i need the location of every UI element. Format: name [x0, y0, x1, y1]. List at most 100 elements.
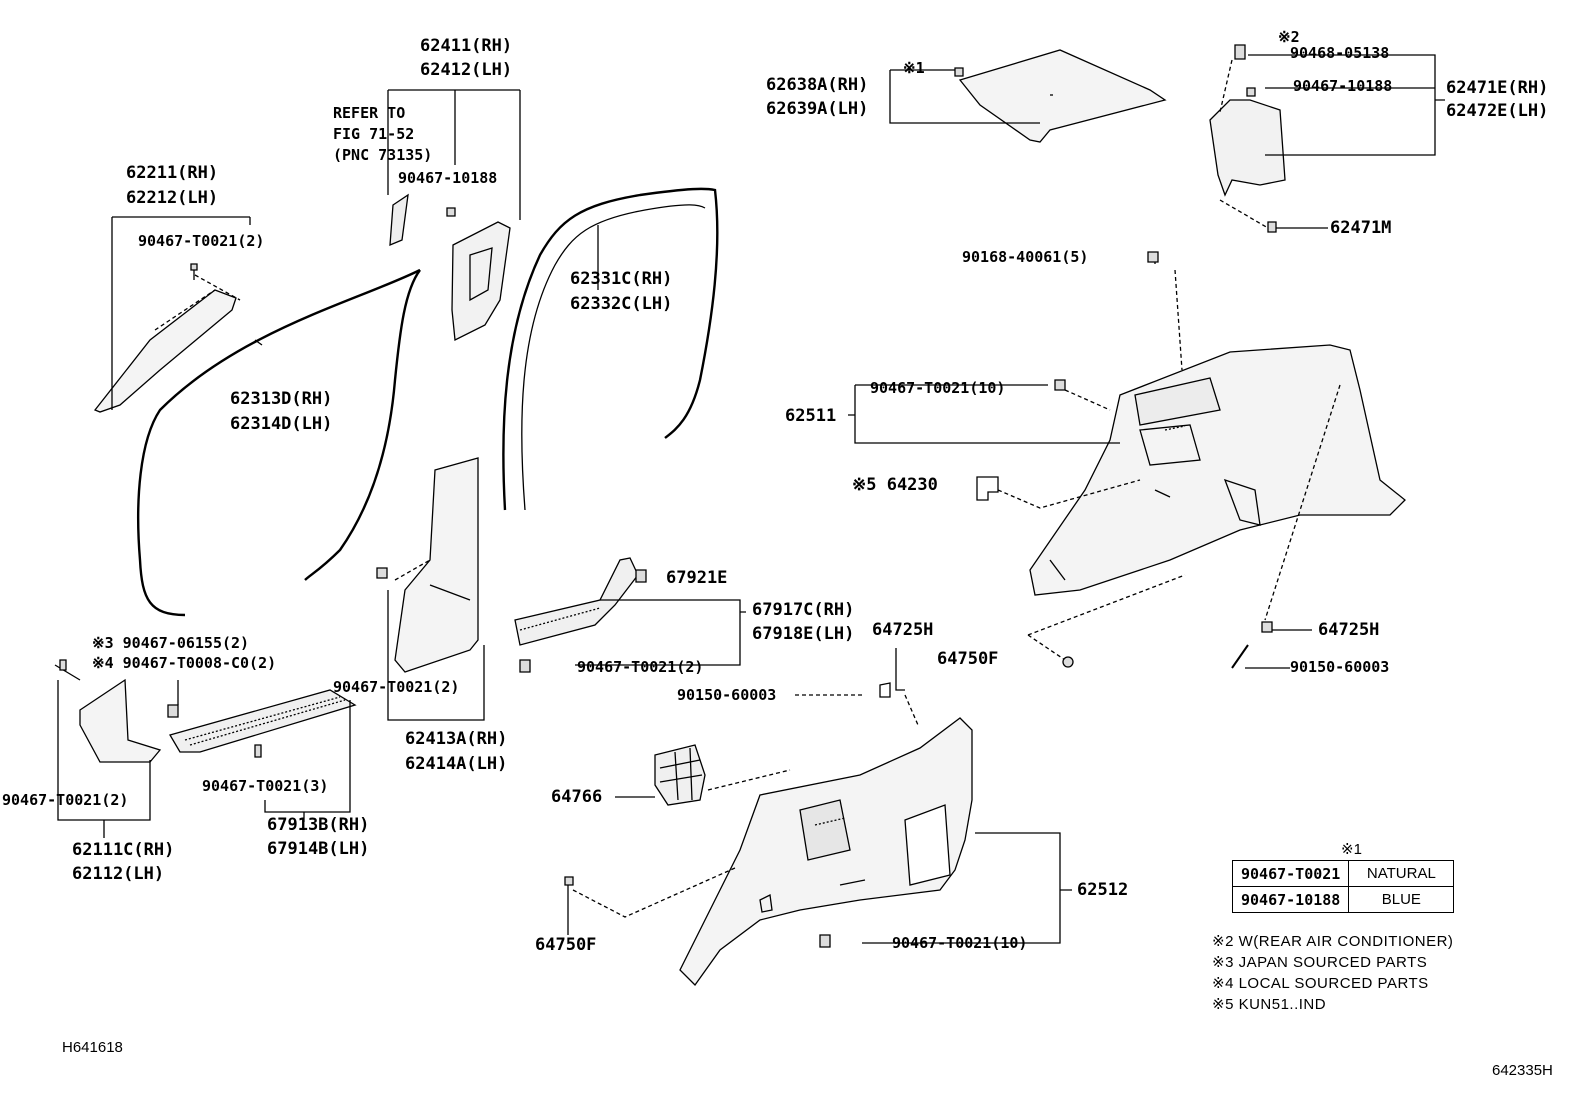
label-62411: 62411(RH)	[420, 36, 513, 56]
legend-row: 90467-10188 BLUE	[1231, 886, 1455, 913]
label-refer-line1: REFER TO	[333, 104, 406, 122]
label-62472e: 62472E(LH)	[1446, 101, 1549, 121]
label-62314d: 62314D(LH)	[230, 414, 333, 434]
legend-part: 90467-10188	[1231, 886, 1350, 913]
legend-color: NATURAL	[1348, 860, 1455, 887]
label-62638a: 62638A(RH)	[766, 75, 869, 95]
legend-row: 90467-T0021 NATURAL	[1231, 860, 1455, 887]
dash-90168	[1154, 260, 1183, 371]
cover-64766	[654, 744, 706, 806]
label-90467-t0021-2a: 90467-T0021(2)	[138, 232, 265, 250]
clip-cowl	[167, 680, 179, 718]
color-legend-table: 90467-T0021 NATURAL 90467-10188 BLUE	[1231, 860, 1455, 913]
label-90467-06155: ※3 90467-06155(2)	[92, 634, 250, 652]
dash-64230	[997, 479, 1141, 509]
label-refer-line2: FIG 71-52	[333, 125, 415, 143]
label-90468-05138: 90468-05138	[1290, 44, 1390, 62]
label-67921e: 67921E	[666, 568, 728, 588]
center-pillar-upper	[389, 193, 511, 342]
note-3: ※3 JAPAN SOURCED PARTS	[1212, 954, 1428, 971]
label-62639a: 62639A(LH)	[766, 99, 869, 119]
door-weatherstrip	[502, 187, 719, 511]
label-62471m: 62471M	[1330, 218, 1392, 238]
label-mark2: ※2	[1278, 28, 1300, 46]
quarter-trim-lower	[679, 717, 973, 987]
leader-62211	[111, 216, 251, 410]
label-90150-60003-b: 90150-60003	[1290, 658, 1390, 676]
label-67917c: 67917C(RH)	[752, 600, 855, 620]
label-90467-t0021-3: 90467-T0021(3)	[202, 777, 329, 795]
leader-62512	[564, 648, 1072, 948]
label-67914b: 67914B(LH)	[267, 839, 370, 859]
label-90467-t0021-10b: 90467-T0021(10)	[892, 934, 1028, 952]
label-64766: 64766	[551, 787, 603, 807]
label-90150-60003-a: 90150-60003	[677, 686, 777, 704]
leader-62638	[889, 69, 1040, 124]
label-90467-t0021-2c: 90467-T0021(2)	[333, 678, 460, 696]
quarter-trim-upper	[1029, 344, 1406, 596]
label-62471e: 62471E(RH)	[1446, 78, 1549, 98]
b-pillar-lower	[394, 457, 479, 673]
label-90467-t0021-2d: 90467-T0021(2)	[2, 791, 129, 809]
leader-62471	[1248, 54, 1445, 229]
label-62512: 62512	[1077, 880, 1129, 900]
label-62414a: 62414A(LH)	[405, 754, 508, 774]
label-62332c: 62332C(LH)	[570, 294, 673, 314]
diagram-code-left: H641618	[62, 1039, 123, 1056]
leader-62511	[848, 384, 1120, 444]
label-64725h-b: 64725H	[1318, 620, 1380, 640]
label-67913b: 67913B(RH)	[267, 815, 370, 835]
label-90467-t0021-10a: 90467-T0021(10)	[870, 379, 1006, 397]
fasteners-right	[1027, 384, 1341, 669]
legend-part: 90467-T0021	[1231, 860, 1350, 887]
legend-color: BLUE	[1348, 886, 1455, 913]
label-62331c: 62331C(RH)	[570, 269, 673, 289]
label-62313d: 62313D(RH)	[230, 389, 333, 409]
diagram-code-right: 642335H	[1492, 1062, 1553, 1079]
label-64725h-a: 64725H	[872, 620, 934, 640]
label-64230: ※5 64230	[852, 475, 938, 495]
label-62111c: 62111C(RH)	[72, 840, 175, 860]
label-90467-10188-right: 90467-10188	[1293, 77, 1393, 95]
note-2: ※2 W(REAR AIR CONDITIONER)	[1212, 933, 1454, 950]
label-90467-t0021-2b: 90467-T0021(2)	[577, 658, 704, 676]
leader-62413	[387, 590, 485, 721]
clip-b-pillar	[376, 567, 388, 579]
front-scuff-plate	[169, 689, 357, 758]
leader-67917	[575, 599, 746, 666]
a-pillar-garnish	[93, 274, 241, 413]
label-62112: 62112(LH)	[72, 864, 165, 884]
label-64750f-b: 64750F	[535, 935, 597, 955]
label-90168-40061: 90168-40061(5)	[962, 248, 1089, 266]
label-62212: 62212(LH)	[126, 188, 219, 208]
label-62211: 62211(RH)	[126, 163, 219, 183]
cowl-side-trim	[54, 659, 162, 763]
label-67918e: 67918E(LH)	[752, 624, 855, 644]
leader-67913	[264, 700, 351, 822]
label-64750f-a: 64750F	[937, 649, 999, 669]
screw-90168	[1147, 251, 1159, 263]
label-mark1: ※1	[903, 59, 925, 77]
part-64230	[976, 476, 999, 501]
rear-scuff-plate	[514, 557, 647, 673]
windshield-weatherstrip	[136, 268, 421, 617]
label-62511: 62511	[785, 406, 837, 426]
label-90467-t0008: ※4 90467-T0008-C0(2)	[92, 654, 277, 672]
label-62412: 62412(LH)	[420, 60, 513, 80]
dash-62511	[1064, 389, 1111, 411]
leader-62411	[387, 89, 521, 220]
roof-side-garnish	[954, 49, 1167, 143]
legend-heading: ※1	[1341, 841, 1362, 858]
clip-top	[446, 207, 456, 217]
leader-62111	[57, 680, 151, 838]
label-refer-line3: (PNC 73135)	[333, 146, 433, 164]
label-90467-10188-top: 90467-10188	[398, 169, 498, 187]
note-5: ※5 KUN51..IND	[1212, 996, 1327, 1013]
clip-62511	[1054, 379, 1066, 391]
label-62413a: 62413A(RH)	[405, 729, 508, 749]
note-4: ※4 LOCAL SOURCED PARTS	[1212, 975, 1429, 992]
back-door-garnish	[1209, 44, 1286, 233]
clip-a-pillar	[190, 263, 198, 280]
